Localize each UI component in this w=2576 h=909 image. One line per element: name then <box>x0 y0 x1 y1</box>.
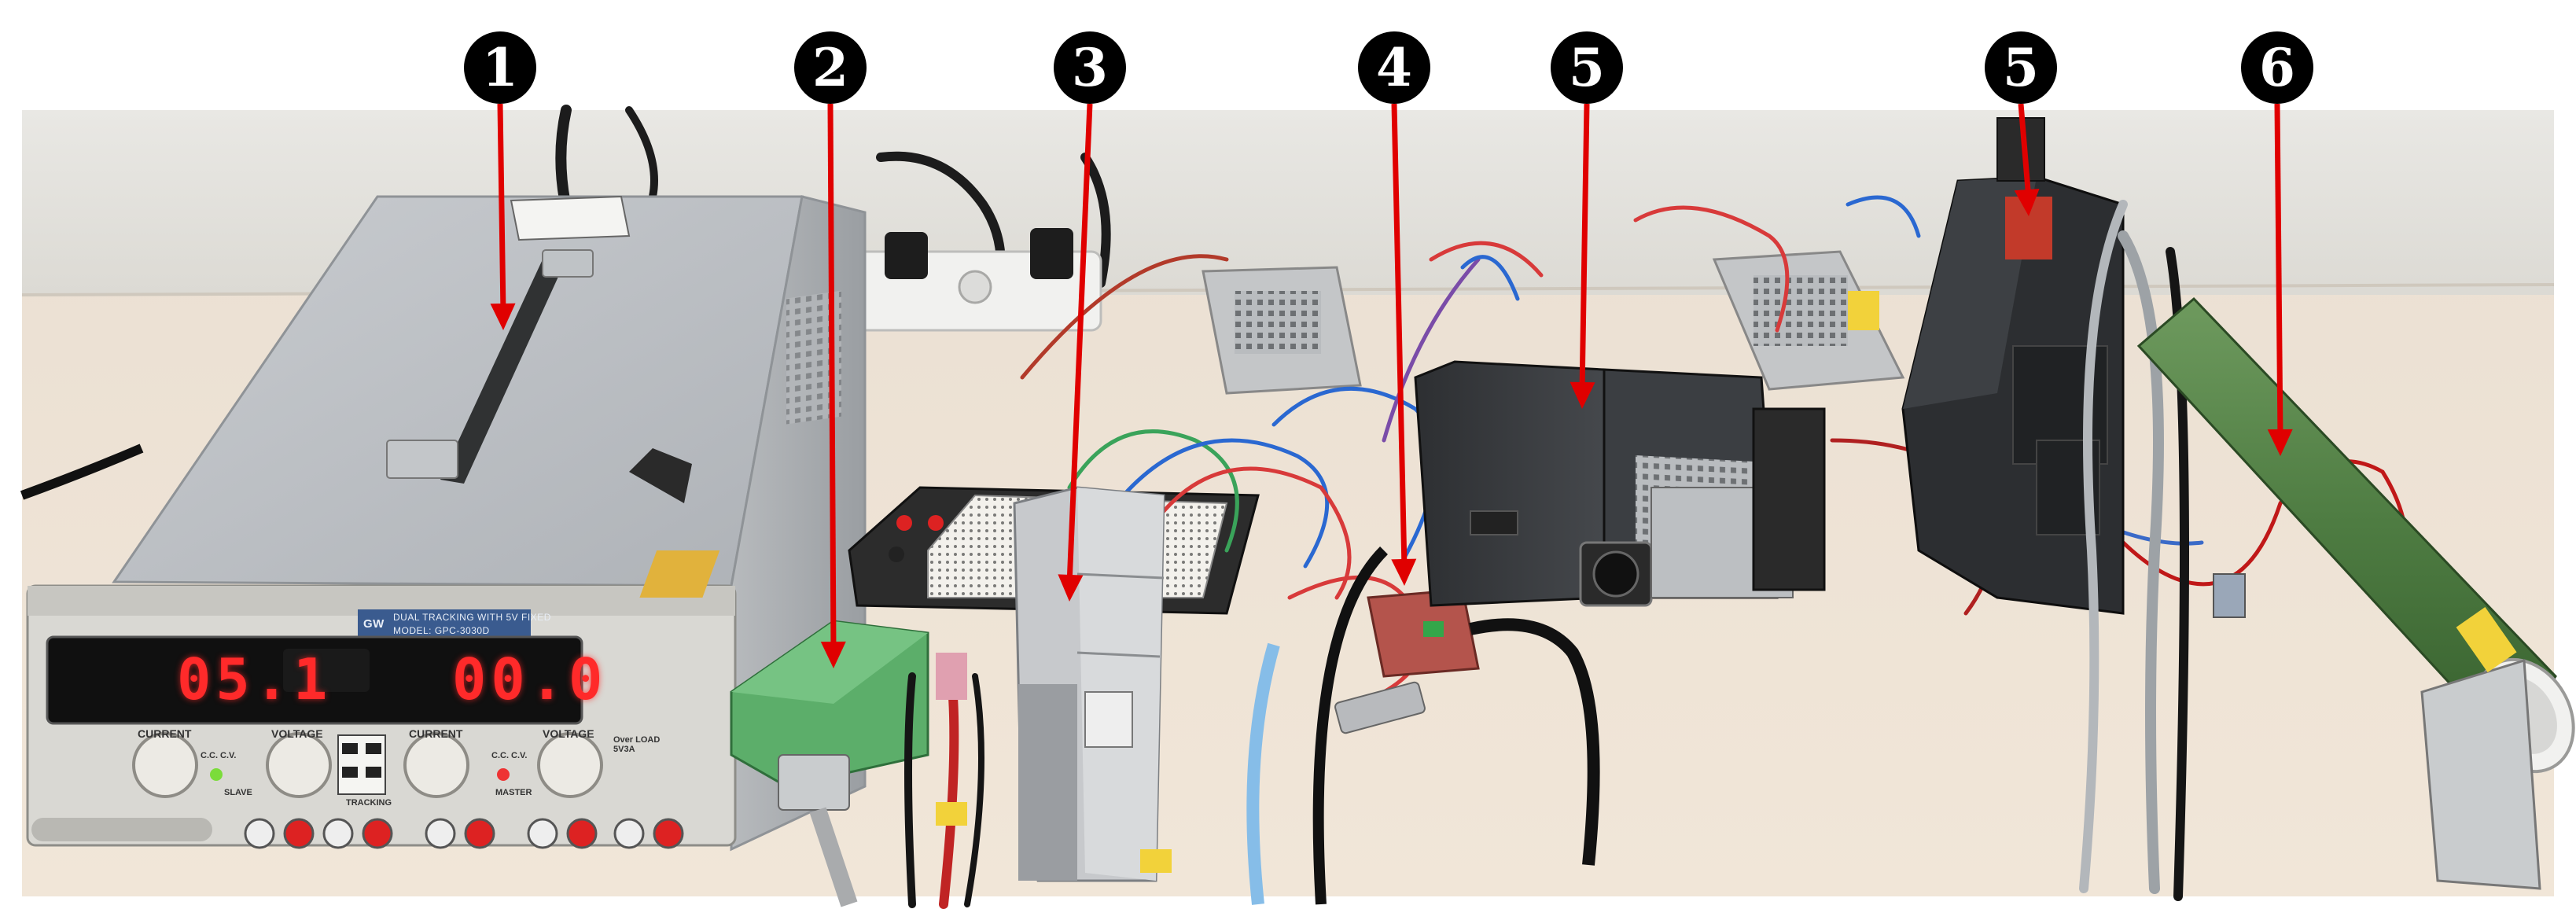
green-sensor-module <box>730 620 929 907</box>
arrow-5-plc <box>1570 103 1595 409</box>
arrow-5-servo <box>2014 103 2040 216</box>
psu-label-current-right: CURRENT <box>409 727 463 740</box>
marker-3: 3 <box>1054 31 1126 104</box>
marker-6: 6 <box>2241 31 2313 104</box>
plc-controller <box>1414 360 1826 607</box>
callout-arrows <box>490 103 2293 668</box>
daq-device <box>1013 486 1172 882</box>
marker-5-plc: 5 <box>1551 31 1623 104</box>
psu-brand: GW <box>363 617 385 631</box>
psu-model-line2: MODEL: GPC-3030D <box>393 625 490 636</box>
power-strip <box>840 228 1102 332</box>
psu-label-cc-cv-left: C.C. C.V. <box>201 751 237 760</box>
brake-resistor <box>2136 296 2575 890</box>
psu-knobs <box>132 732 603 798</box>
psu-label-voltage-right: VOLTAGE <box>543 727 594 740</box>
psu-label-master: MASTER <box>495 788 532 797</box>
psu-label-voltage-left: VOLTAGE <box>271 727 323 740</box>
psu-model-line1: DUAL TRACKING WITH 5V FIXED <box>393 612 551 623</box>
left-cable <box>20 443 144 500</box>
marker-5-servo: 5 <box>1985 31 2057 104</box>
psu-label-tracking: TRACKING <box>346 798 392 808</box>
servo-cables <box>2079 200 2189 901</box>
binding-posts <box>244 818 684 849</box>
arrow-6 <box>2267 103 2293 456</box>
adapter-board <box>1246 547 1600 905</box>
psu-label-over-load: Over LOAD 5V3A <box>613 735 661 754</box>
arrow-3 <box>1058 103 1093 602</box>
arrow-1 <box>490 103 516 330</box>
psu-display-right: 00.0 <box>452 646 608 712</box>
marker-1: 1 <box>464 31 536 104</box>
marker-2: 2 <box>794 31 867 104</box>
small-psu-modules <box>1202 250 1905 395</box>
psu-label-slave: SLAVE <box>224 788 252 797</box>
psu-label-cc-cv-right: C.C. C.V. <box>491 751 528 760</box>
psu-label-current-left: CURRENT <box>138 727 192 740</box>
arrow-4 <box>1391 103 1417 586</box>
psu-display-voltage-left: 05.1 <box>177 646 333 712</box>
arrow-2 <box>820 103 846 668</box>
probe-cables <box>904 653 984 909</box>
marker-4: 4 <box>1358 31 1430 104</box>
signal-wires <box>1020 195 2409 694</box>
